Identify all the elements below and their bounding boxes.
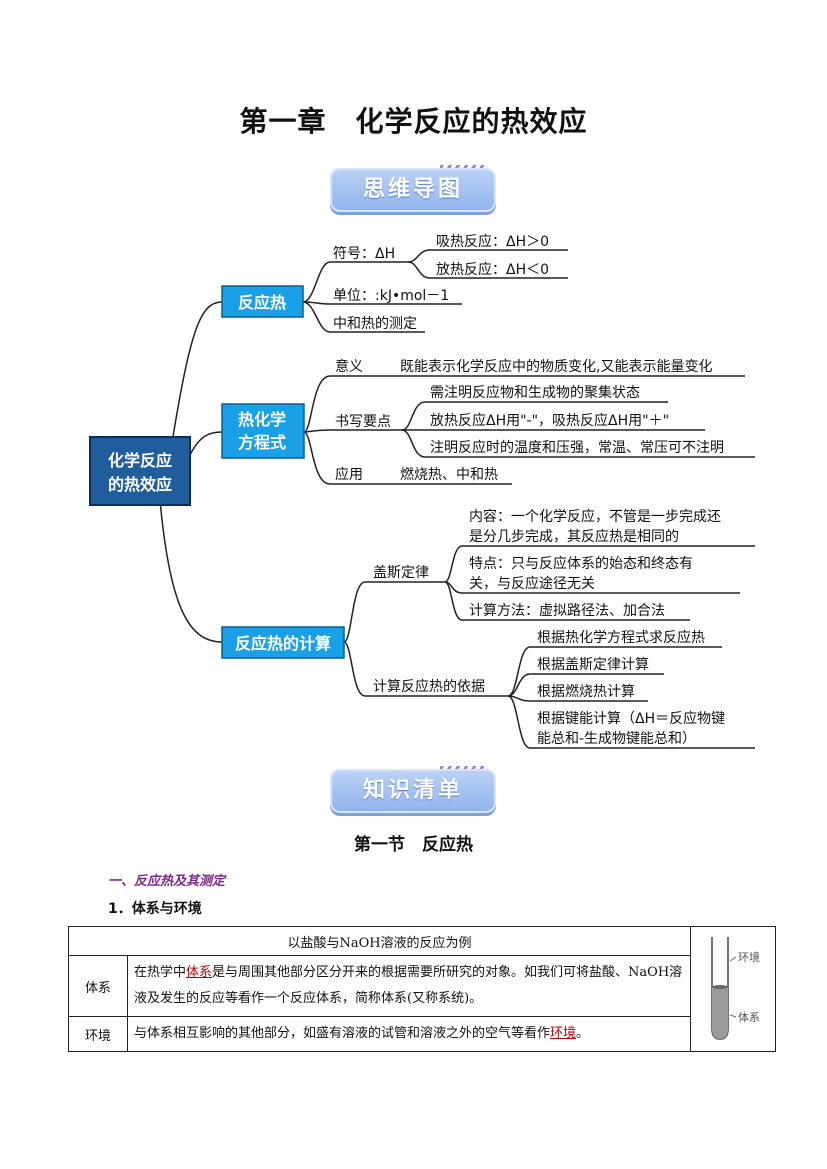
symbol-text: 符号：ΔH [333, 246, 395, 262]
mind-map: 化学反应 的热效应 反应热 热化学 方程式 反应热的计算 符号：ΔH 吸热反应：… [89, 233, 755, 749]
text-segment: 在热学中 [134, 965, 187, 980]
figure-label-system: 体系 [738, 1010, 760, 1024]
calc-basis: 计算反应热的依据 [373, 678, 485, 695]
writing-point: 放热反应ΔH用"-"，吸热反应ΔH用"＋" [430, 412, 669, 429]
hess-feature-2: 关，与反应途径无关 [469, 575, 595, 592]
endo-text: 吸热反应：ΔH＞0 [436, 233, 549, 250]
basis-item: 根据盖斯定律计算 [537, 657, 649, 673]
meaning-key: 意义 [335, 358, 363, 375]
system-environment-table: 以盐酸与NaOH溶液的反应为例 环境 体系 体系 在热学中体系是与周围其他部分区… [68, 926, 776, 1052]
hess-feature-1: 特点：只与反应体系的始态和终态有 [469, 555, 693, 572]
highlight-term: 体系 [186, 965, 213, 980]
branch-label-1: 热化学 [238, 410, 286, 429]
text-segment: 是与周围其他部分区分开来的根据需要所研究的对象。如我们可将盐酸、NaOH溶液及发… [134, 965, 683, 1006]
root-label-2: 的热效应 [108, 475, 172, 494]
unit-text: 单位：:kJ•mol－1 [333, 288, 449, 304]
row-label-system: 体系 [68, 955, 128, 1017]
connector [169, 301, 223, 456]
root-label-1: 化学反应 [108, 451, 172, 470]
hess-law: 盖斯定律 [373, 565, 429, 581]
sub-heading: 一、反应热及其测定 [108, 874, 226, 889]
figure-label-environment: 环境 [738, 950, 760, 964]
branch-label: 反应热的计算 [235, 634, 331, 653]
writing-key: 书写要点 [335, 414, 391, 430]
text-segment: 与体系相互影响的其他部分，如盛有溶液的试管和溶液之外的空气等看作 [134, 1026, 551, 1041]
branch-node-calculation [221, 626, 345, 659]
writing-point: 注明反应时的温度和压强，常温、常压可不注明 [430, 439, 724, 456]
branch-node-thermo-equation [221, 403, 305, 459]
measure-text: 中和热的测定 [333, 316, 417, 332]
item-heading: 1．体系与环境 [108, 901, 202, 917]
root-node [89, 436, 191, 506]
page-title: 第一章 化学反应的热效应 [239, 105, 588, 138]
row-label-environment: 环境 [68, 1016, 128, 1052]
basis-item: 根据燃烧热计算 [537, 683, 635, 700]
text-segment: 。 [576, 1026, 590, 1041]
hess-content-1: 内容：一个化学反应，不管是一步完成还 [469, 508, 721, 525]
connector [189, 431, 223, 456]
basis-item-bond-2: 能总和-生成物键能总和） [537, 731, 696, 747]
mindmap-banner: 思维导图 [330, 168, 496, 212]
table-caption: 以盐酸与NaOH溶液的反应为例 [68, 926, 691, 956]
test-tube-icon: 环境 体系 [711, 937, 760, 1040]
row-text-system: 在热学中体系是与周围其他部分区分开来的根据需要所研究的对象。如我们可将盐酸、Na… [127, 955, 691, 1017]
test-tube-figure: 环境 体系 [690, 926, 776, 1052]
application-value: 燃烧热、中和热 [400, 466, 498, 483]
knowledge-banner: 知识清单 [330, 769, 496, 813]
section-heading: 第一节 反应热 [354, 835, 473, 855]
hess-method: 计算方法：虚拟路径法、加合法 [469, 603, 665, 619]
row-text-environment: 与体系相互影响的其他部分，如盛有溶液的试管和溶液之外的空气等看作环境。 [127, 1016, 691, 1052]
highlight-term: 环境 [550, 1026, 577, 1041]
basis-item: 根据热化学方程式求反应热 [537, 629, 705, 646]
application-key: 应用 [335, 466, 363, 483]
branch-label-2: 方程式 [238, 433, 286, 452]
connector [159, 499, 223, 643]
exo-text: 放热反应：ΔH＜0 [436, 261, 549, 278]
branch-label: 反应热 [238, 293, 286, 312]
hess-content-2: 是分几步完成，其反应热是相同的 [469, 528, 679, 545]
branch-node-reaction-heat [221, 285, 304, 318]
meaning-value: 既能表示化学反应中的物质变化,又能表示能量变化 [400, 358, 712, 375]
writing-point: 需注明反应物和生成物的聚集状态 [430, 384, 640, 401]
basis-item-bond-1: 根据键能计算（ΔH＝反应物键 [537, 710, 725, 727]
